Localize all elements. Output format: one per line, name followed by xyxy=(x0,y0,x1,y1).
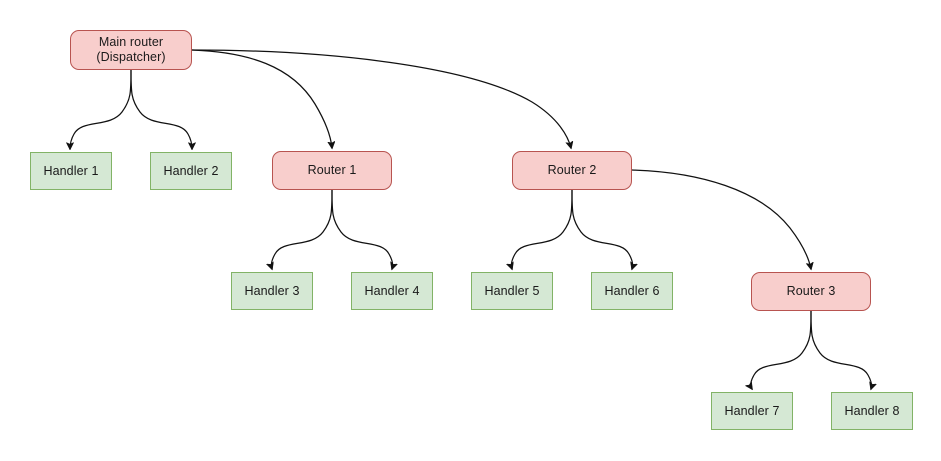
edge-router-2-to-handler-5 xyxy=(511,189,573,269)
node-handler-4[interactable]: Handler 4 xyxy=(351,272,433,310)
node-router-1-label: Router 1 xyxy=(307,163,357,177)
node-router-2-label: Router 2 xyxy=(547,163,597,177)
node-handler-2-label: Handler 2 xyxy=(163,163,219,178)
node-handler-8[interactable]: Handler 8 xyxy=(831,392,913,430)
node-handler-2[interactable]: Handler 2 xyxy=(150,152,232,190)
node-handler-8-label: Handler 8 xyxy=(844,403,900,418)
node-handler-3[interactable]: Handler 3 xyxy=(231,272,313,310)
edge-router-2-to-router-3 xyxy=(631,169,811,269)
node-main-router[interactable]: Main router (Dispatcher) xyxy=(70,30,192,70)
edge-router-1-to-handler-3 xyxy=(271,189,333,269)
node-handler-1[interactable]: Handler 1 xyxy=(30,152,112,190)
node-handler-5-label: Handler 5 xyxy=(484,283,540,298)
edge-router-3-to-handler-8 xyxy=(810,310,872,389)
node-router-2[interactable]: Router 2 xyxy=(512,151,632,190)
edge-router-1-to-handler-4 xyxy=(331,189,393,269)
node-handler-7[interactable]: Handler 7 xyxy=(711,392,793,430)
edge-router-3-to-handler-7 xyxy=(751,310,812,389)
node-router-3[interactable]: Router 3 xyxy=(751,272,871,311)
node-handler-6[interactable]: Handler 6 xyxy=(591,272,673,310)
edge-main-to-router-1 xyxy=(191,49,332,148)
edge-main-to-handler-1 xyxy=(70,69,132,149)
node-handler-3-label: Handler 3 xyxy=(244,283,300,298)
edge-main-to-handler-2 xyxy=(130,69,192,149)
node-handler-6-label: Handler 6 xyxy=(604,283,660,298)
node-handler-5[interactable]: Handler 5 xyxy=(471,272,553,310)
node-handler-4-label: Handler 4 xyxy=(364,283,420,298)
node-handler-7-label: Handler 7 xyxy=(724,403,780,418)
edge-main-to-router-2 xyxy=(191,49,571,148)
edge-router-2-to-handler-6 xyxy=(571,189,633,269)
node-main-router-label: Main router (Dispatcher) xyxy=(96,35,166,64)
node-handler-1-label: Handler 1 xyxy=(43,163,99,178)
node-router-3-label: Router 3 xyxy=(786,284,836,298)
node-router-1[interactable]: Router 1 xyxy=(272,151,392,190)
